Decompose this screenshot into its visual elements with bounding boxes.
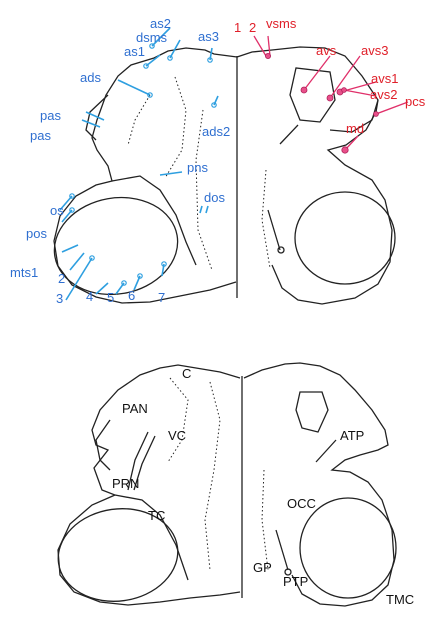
label-C: C: [182, 366, 191, 381]
top-right-rod: [280, 125, 298, 144]
label-pos: pos: [26, 226, 47, 241]
top-left-suture-c: [128, 95, 150, 145]
top-right-eye: [295, 192, 395, 284]
label-TMC: TMC: [386, 592, 414, 607]
label-dsms: dsms: [136, 30, 168, 45]
label-PTP: PTP: [283, 574, 308, 589]
label-vsms: vsms: [266, 16, 297, 31]
top-right-inner: [290, 68, 335, 122]
label-OCC: OCC: [287, 496, 316, 511]
label-md: md: [346, 121, 364, 136]
label-avs: avs: [316, 43, 337, 58]
label-as2: as2: [150, 16, 171, 31]
label-avs1: avs1: [371, 71, 398, 86]
bottom-left-outline: [58, 365, 240, 605]
top-view: as2 dsms as1 as3 ads pas pas ads2 pns do…: [10, 16, 426, 306]
top-left-eye: [47, 188, 186, 304]
label-1: 1: [234, 20, 241, 35]
label-TC: TC: [148, 508, 165, 523]
label-3: 3: [56, 291, 63, 306]
label-VC: VC: [168, 428, 186, 443]
top-right-suture: [262, 170, 270, 268]
bottom-right-ear: [296, 392, 328, 432]
label-PAN: PAN: [122, 401, 148, 416]
top-left-outline: [54, 48, 237, 303]
label-2-red: 2: [249, 20, 256, 35]
label-7: 7: [158, 290, 165, 305]
label-5: 5: [107, 290, 114, 305]
label-pas-a: pas: [40, 108, 61, 123]
bottom-left-suture-b: [205, 382, 220, 570]
label-avs2: avs2: [370, 87, 397, 102]
label-pns: pns: [187, 160, 208, 175]
label-mts1: mts1: [10, 265, 38, 280]
top-right-outline: [237, 47, 392, 304]
bottom-left-suture-a: [168, 378, 188, 462]
bottom-right-tentorium: [276, 530, 288, 570]
label-as1: as1: [124, 44, 145, 59]
top-left-lobe: [112, 176, 196, 265]
label-ads: ads: [80, 70, 101, 85]
label-pcs: pcs: [405, 94, 426, 109]
top-right-pit: [278, 247, 284, 253]
label-avs3: avs3: [361, 43, 388, 58]
label-as3: as3: [198, 29, 219, 44]
label-os: os: [50, 203, 64, 218]
bottom-right-eye: [300, 498, 396, 598]
label-dos: dos: [204, 190, 225, 205]
top-right-tentorium: [268, 210, 280, 250]
label-2: 2: [58, 271, 65, 286]
label-pas-b: pas: [30, 128, 51, 143]
label-PRN: PRN: [112, 476, 139, 491]
bottom-view: C PAN VC PRN TC ATP OCC GP PTP TMC: [52, 363, 414, 609]
label-ATP: ATP: [340, 428, 364, 443]
label-6: 6: [128, 288, 135, 303]
label-GP: GP: [253, 560, 272, 575]
top-left-suture-a: [165, 77, 186, 178]
label-ads2: ads2: [202, 124, 230, 139]
bottom-right-suture: [262, 470, 268, 570]
bottom-right-rod: [316, 440, 336, 462]
label-4: 4: [86, 289, 93, 304]
